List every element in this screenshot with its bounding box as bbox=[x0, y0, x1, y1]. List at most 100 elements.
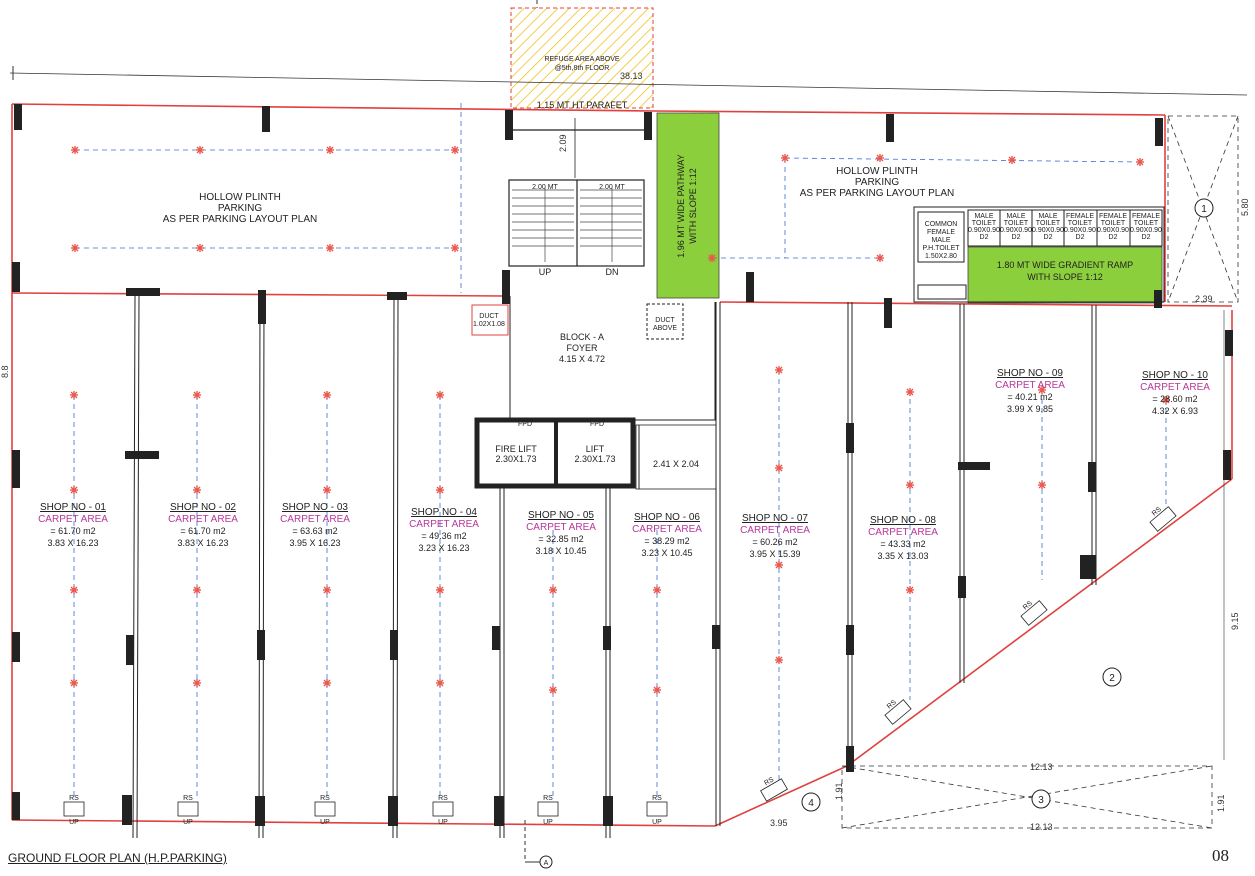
toilet-unit-text: D2 bbox=[1012, 234, 1021, 241]
dimensions: 5.80 2.39 9.15 12.13 12.13 1.91 1.91 3.9… bbox=[0, 198, 1250, 832]
toilet-unit-text: MALE bbox=[974, 213, 993, 220]
rs-label: RS bbox=[652, 795, 662, 802]
toilet-units: MALETOILET0.90X0.90D2MALETOILET0.90X0.90… bbox=[968, 213, 1162, 241]
light-fixture bbox=[192, 485, 202, 495]
light-fixture bbox=[707, 253, 717, 263]
column bbox=[125, 451, 159, 459]
shop-name: SHOP NO - 08 bbox=[870, 515, 936, 526]
refuge-label-2: @5th,8th FLOOR bbox=[555, 65, 610, 72]
marker-1 bbox=[1194, 198, 1214, 218]
fire-lift-label: FIRE LIFT bbox=[495, 444, 537, 454]
common-label-2: FEMALE bbox=[927, 229, 955, 236]
marker-2-label: 2 bbox=[1109, 673, 1115, 684]
shop-dim: 3.23 X 16.23 bbox=[418, 543, 469, 553]
toilet-unit-text: FEMALE bbox=[1066, 213, 1094, 220]
light-fixture bbox=[450, 243, 460, 253]
carpet-label: CARPET AREA bbox=[868, 527, 938, 538]
toilet-unit-text: 0.90X0.90 bbox=[968, 227, 1000, 234]
toilet-unit-text: TOILET bbox=[1101, 220, 1126, 227]
common-label-3: MALE bbox=[931, 237, 950, 244]
shop-dim: 3.95 X 15.39 bbox=[749, 549, 800, 559]
service-lines bbox=[73, 149, 1167, 800]
toilet-unit-text: D2 bbox=[1109, 234, 1118, 241]
column bbox=[494, 796, 504, 826]
shop-area: = 60.26 m2 bbox=[752, 537, 797, 547]
shop-name: SHOP NO - 10 bbox=[1142, 370, 1208, 381]
light-fixture bbox=[322, 390, 332, 400]
columns bbox=[12, 104, 1233, 826]
marker-2 bbox=[1102, 667, 1122, 687]
shop-name: SHOP NO - 03 bbox=[282, 502, 348, 513]
shop-dim: 3.99 X 9.85 bbox=[1007, 404, 1053, 414]
dim-1213-a: 12.13 bbox=[1030, 762, 1053, 772]
light-fixture bbox=[69, 585, 79, 595]
fpd-1: FPD bbox=[518, 421, 532, 428]
shop-partitions bbox=[132, 103, 1097, 839]
stair-width-2: 2.00 MT bbox=[599, 184, 625, 191]
dim-191-b: 1.91 bbox=[1216, 794, 1226, 812]
light-fixture bbox=[192, 585, 202, 595]
light-fixture bbox=[875, 153, 885, 163]
column bbox=[126, 288, 160, 296]
pathway: 1.96 MT WIDE PATHWAY WITH SLOPE 1:12 bbox=[656, 112, 720, 299]
toilet-unit-text: FEMALE bbox=[1132, 213, 1160, 220]
toilet-unit-text: FEMALE bbox=[1099, 213, 1127, 220]
column bbox=[390, 630, 398, 660]
column bbox=[603, 626, 611, 650]
toilet-unit-text: MALE bbox=[1038, 213, 1057, 220]
marker-3-label: 3 bbox=[1038, 795, 1044, 806]
toilet-unit-text: 0.90X0.90 bbox=[1130, 227, 1162, 234]
column bbox=[12, 450, 20, 488]
drawing-title: GROUND FLOOR PLAN (H.P.PARKING) bbox=[8, 851, 227, 865]
light-fixture bbox=[435, 485, 445, 495]
light-fixture bbox=[325, 145, 335, 155]
toilet-unit-text: 0.90X0.90 bbox=[1000, 227, 1032, 234]
light-fixture bbox=[548, 685, 558, 695]
shop-name: SHOP NO - 05 bbox=[528, 510, 594, 521]
column bbox=[12, 632, 20, 662]
column bbox=[505, 110, 513, 140]
shop-area: = 32.85 m2 bbox=[538, 534, 583, 544]
area-markers bbox=[539, 198, 1214, 869]
light-fixture bbox=[195, 243, 205, 253]
duct1-dim: 1.02X1.08 bbox=[473, 321, 505, 328]
toilet-unit-text: MALE bbox=[1006, 213, 1025, 220]
duct2-label-b: ABOVE bbox=[653, 325, 677, 332]
light-fixture bbox=[435, 390, 445, 400]
foyer-name: BLOCK - A bbox=[560, 332, 604, 342]
rolling-shutter: RS bbox=[884, 699, 912, 725]
shop-area: = 43.33 m2 bbox=[880, 539, 925, 549]
column bbox=[388, 796, 398, 826]
toilet-unit-text: 0.90X0.90 bbox=[1064, 227, 1096, 234]
light-fixture bbox=[875, 253, 885, 263]
rolling-shutter: RS bbox=[1020, 600, 1048, 626]
common-label-5: 1.50X2.80 bbox=[925, 253, 957, 260]
toilet-unit-text: 0.90X0.90 bbox=[1097, 227, 1129, 234]
foyer: BLOCK - A FOYER 4.15 X 4.72 bbox=[509, 296, 716, 421]
column bbox=[846, 423, 854, 453]
shop-name: SHOP NO - 09 bbox=[997, 368, 1063, 379]
rs-label: RS bbox=[543, 795, 553, 802]
light-fixture bbox=[450, 145, 460, 155]
light-fixture bbox=[435, 678, 445, 688]
plinth-left-3: AS PER PARKING LAYOUT PLAN bbox=[163, 214, 318, 225]
light-fixture bbox=[70, 243, 80, 253]
fpd-2: FPD bbox=[590, 421, 604, 428]
toilet-unit-text: D2 bbox=[1142, 234, 1151, 241]
toilet-unit-text: D2 bbox=[1044, 234, 1053, 241]
toilet-unit-text: TOILET bbox=[1068, 220, 1093, 227]
up-label: UP bbox=[652, 819, 662, 826]
light-fixture bbox=[69, 678, 79, 688]
light-fixture bbox=[774, 463, 784, 473]
carpet-label: CARPET AREA bbox=[38, 514, 108, 525]
light-fixture bbox=[70, 145, 80, 155]
rolling-shutter: RS bbox=[760, 776, 788, 802]
shop-area: = 49.36 m2 bbox=[421, 531, 466, 541]
duct1-label: DUCT bbox=[479, 313, 499, 320]
